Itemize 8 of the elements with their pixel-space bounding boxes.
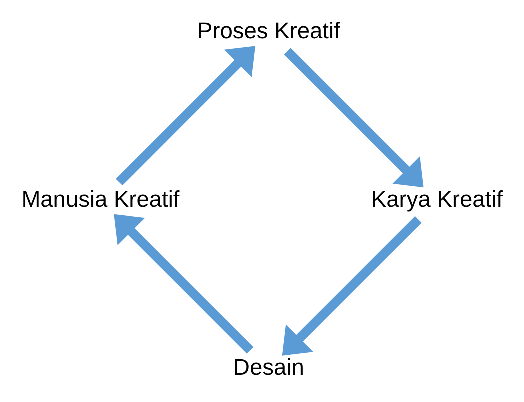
node-text: Karya Kreatif <box>370 186 502 212</box>
node-text: Desain <box>233 354 304 380</box>
arrow <box>114 214 254 354</box>
arrow <box>282 216 422 356</box>
node-text: Proses Kreatif <box>197 18 340 44</box>
arrow <box>116 46 256 186</box>
node-text: Manusia Kreatif <box>21 186 180 212</box>
arrow <box>284 48 424 188</box>
